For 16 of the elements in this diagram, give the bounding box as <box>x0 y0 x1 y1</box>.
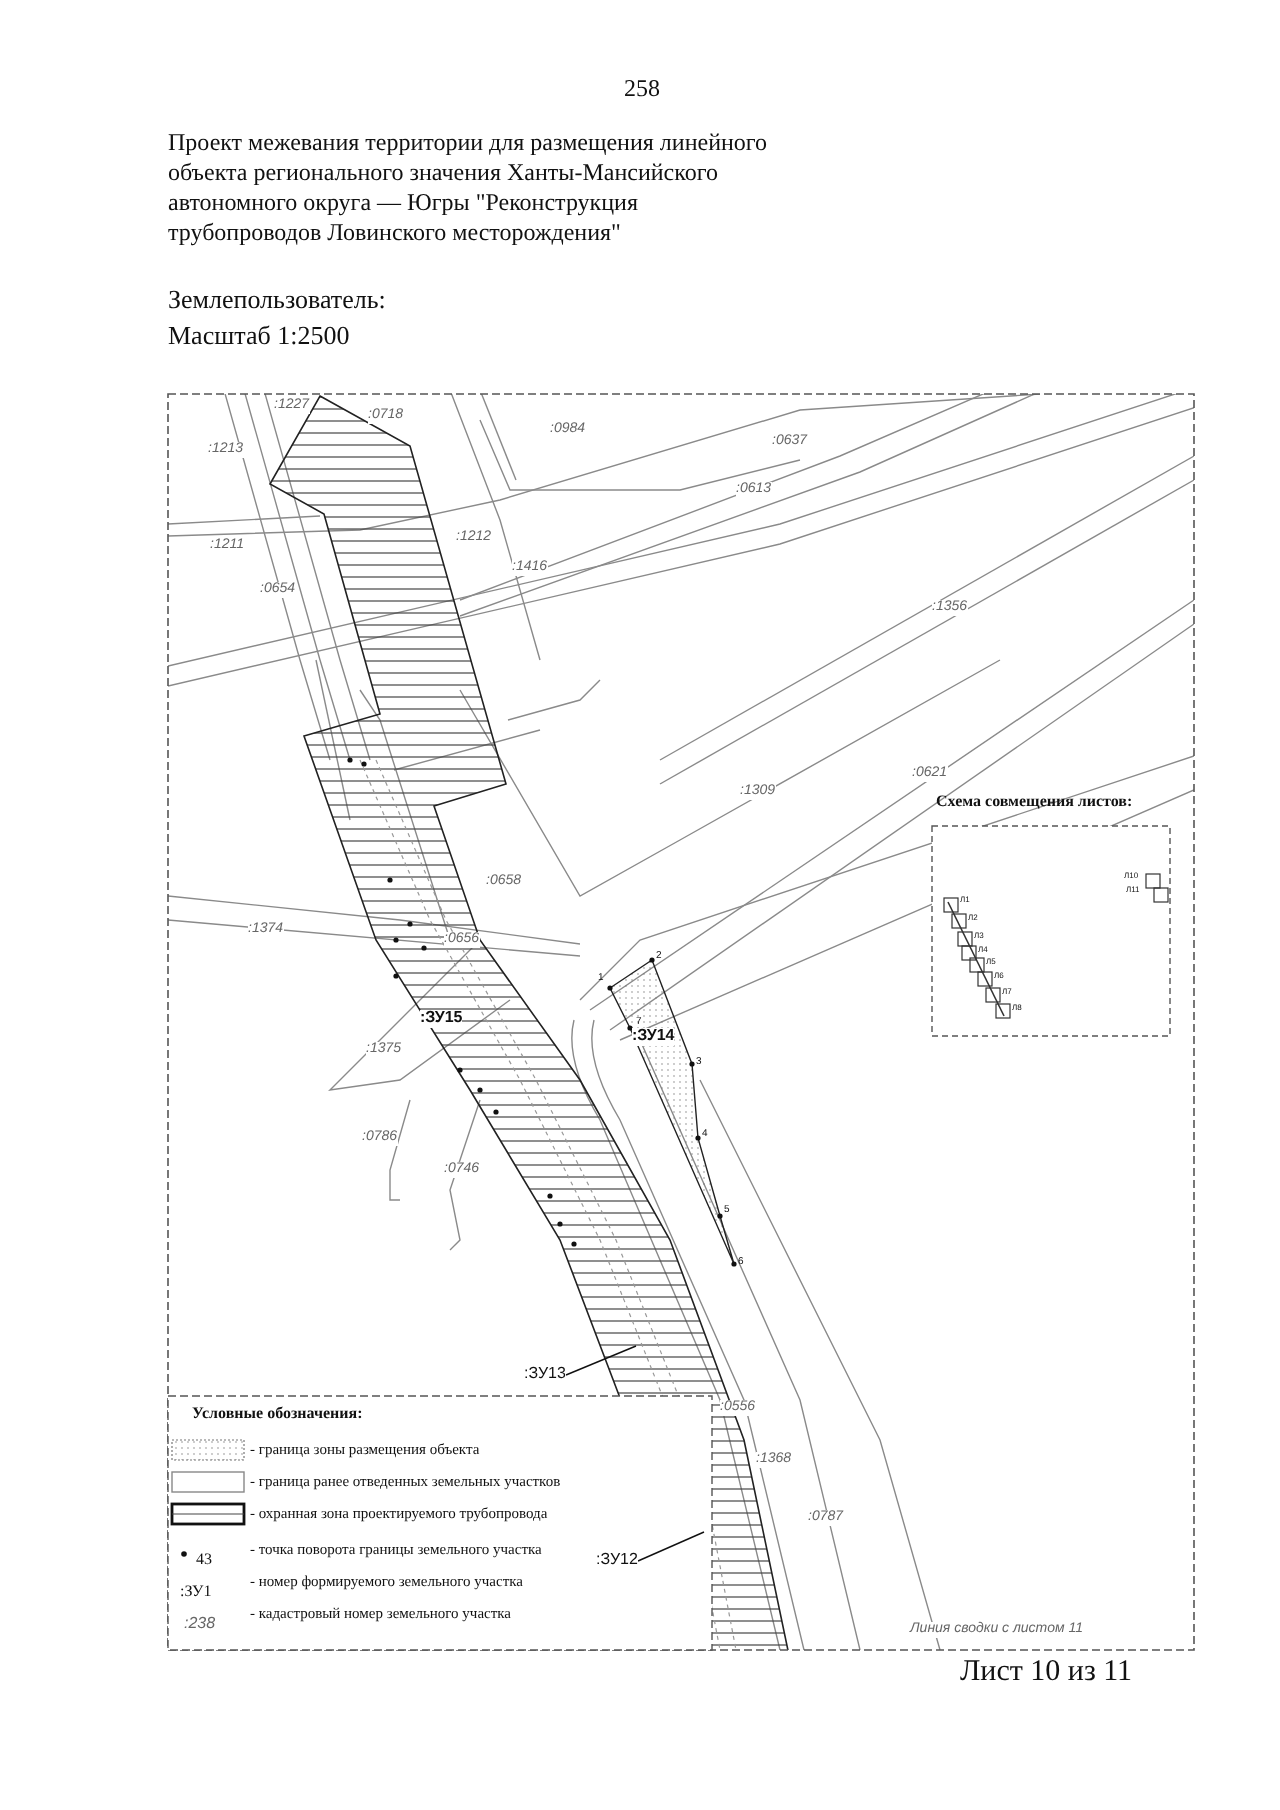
leader-line <box>565 1345 637 1376</box>
text-label: Лист 10 из 11 <box>960 1656 1133 1689</box>
text-label: :ЗУ1 <box>180 1584 212 1602</box>
text-label: 258 <box>624 76 660 103</box>
text-label: Землепользователь: <box>168 286 386 315</box>
cadastral-number: :238 <box>184 1616 216 1634</box>
text-label: 43 <box>196 1552 212 1570</box>
text-label: Схема совмещения листов: <box>936 794 1133 812</box>
plot-number: :ЗУ15 <box>420 1010 463 1028</box>
plot-number: :ЗУ14 <box>632 1028 675 1046</box>
plot-number: :ЗУ13 <box>524 1366 566 1384</box>
plot-number: :ЗУ12 <box>596 1552 638 1570</box>
leader-line <box>637 1531 705 1562</box>
text-label: Масштаб 1:2500 <box>168 322 350 351</box>
title: Проект межевания территории для размещения линейного объекта регионального значения Ханты-Мансийского автономного округа — Югры "Реконструкция трубопроводов Ловинского месторождения" <box>168 128 768 248</box>
text-label: Условные обозначения: <box>192 1406 363 1424</box>
